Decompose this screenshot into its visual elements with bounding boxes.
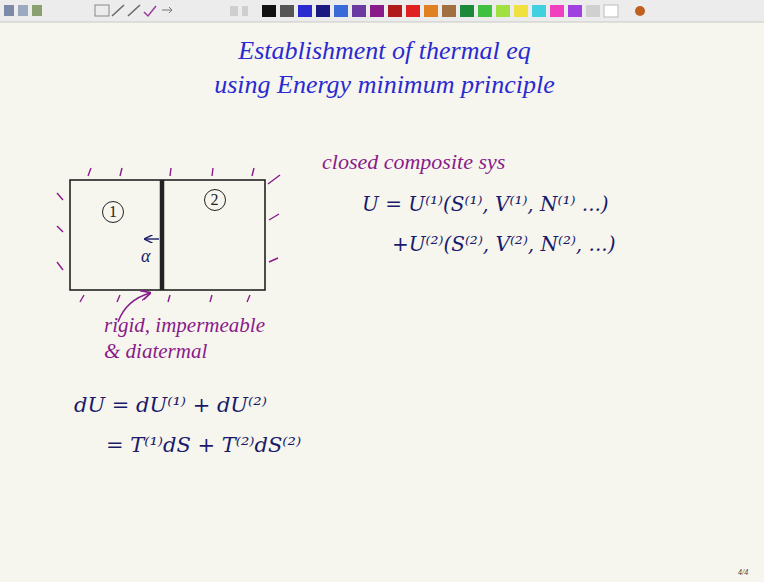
toolbar	[0, 0, 764, 22]
insulation-hatch	[57, 168, 280, 302]
compartment: 1	[71, 181, 161, 289]
compartment: 2	[165, 181, 264, 289]
compartment-number: 2	[204, 189, 226, 211]
title: Establishment of thermal eq using Energy…	[212, 34, 557, 102]
page-number: 4/4	[738, 568, 748, 578]
system-note: closed composite sys	[322, 148, 505, 176]
wall-variable: α	[141, 245, 150, 268]
wall-motion-arrow	[145, 238, 159, 239]
differential-equation: dU = dU⁽¹⁾ + dU⁽²⁾	[74, 392, 267, 418]
wall-note: rigid, impermeable & diatermal	[104, 312, 282, 365]
composite-box	[70, 180, 265, 290]
differential-equation: = T⁽¹⁾dS + T⁽²⁾dS⁽²⁾	[106, 432, 301, 458]
energy-equation: +U⁽²⁾(S⁽²⁾, V⁽²⁾, N⁽²⁾, ...)	[392, 232, 615, 257]
compartment-number: 1	[102, 201, 124, 223]
energy-equation: U = U⁽¹⁾(S⁽¹⁾, V⁽¹⁾, N⁽¹⁾ ...)	[362, 192, 609, 217]
